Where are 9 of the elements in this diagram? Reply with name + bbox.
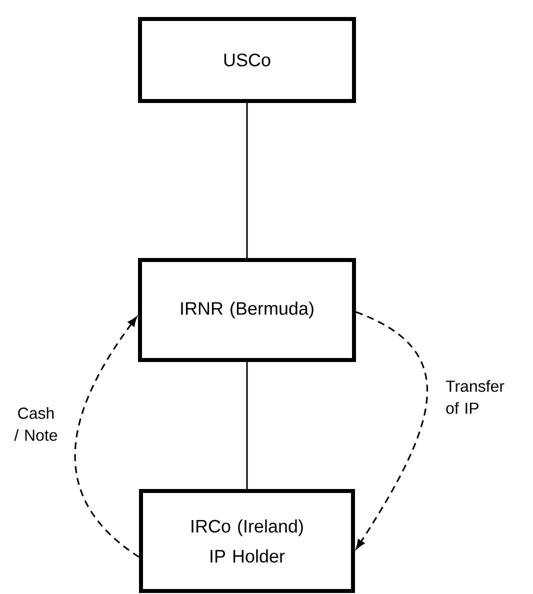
entity-box: IRCo (Ireland) IP Holder <box>139 489 355 593</box>
connector-line <box>246 103 248 258</box>
edge-label: Cash / Note <box>14 407 58 441</box>
edge-label: Transfer of IP <box>446 380 504 414</box>
entity-box: USCo <box>138 17 356 103</box>
dashed-arrow <box>74 316 140 558</box>
dashed-arrow <box>356 311 428 550</box>
entity-box: IRNR (Bermuda) <box>138 258 356 362</box>
connector-line <box>246 362 248 489</box>
